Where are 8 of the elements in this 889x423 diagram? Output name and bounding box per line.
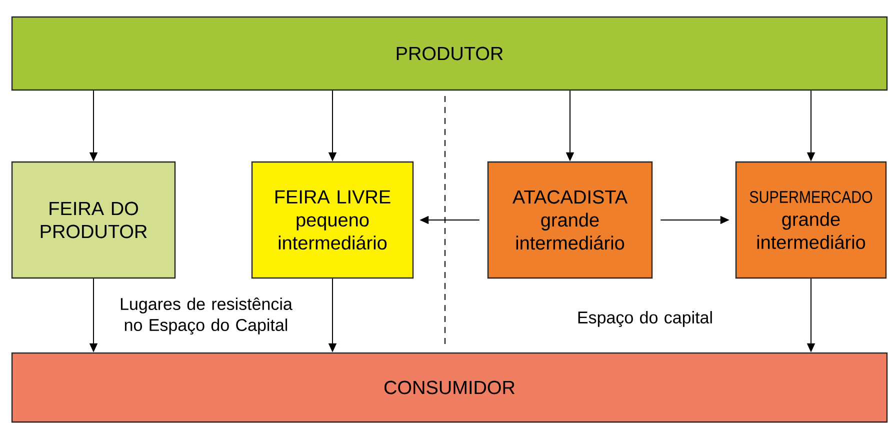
consumer-band: CONSUMIDOR bbox=[11, 352, 888, 423]
supermarket-box: SUPERMERCADO grande intermediário bbox=[735, 161, 887, 279]
market-box: FEIRA DO PRODUTOR bbox=[11, 161, 176, 279]
note-text: Espaço do capital bbox=[578, 311, 712, 327]
market-box: FEIRA LIVRE pequeno intermediário bbox=[251, 161, 414, 279]
note-text: Lugares de resistência no Espaço do Capital bbox=[120, 298, 292, 334]
wholesaler-box: ATACADISTA grande intermediário bbox=[487, 161, 653, 279]
producer-band: PRODUTOR bbox=[11, 16, 888, 91]
